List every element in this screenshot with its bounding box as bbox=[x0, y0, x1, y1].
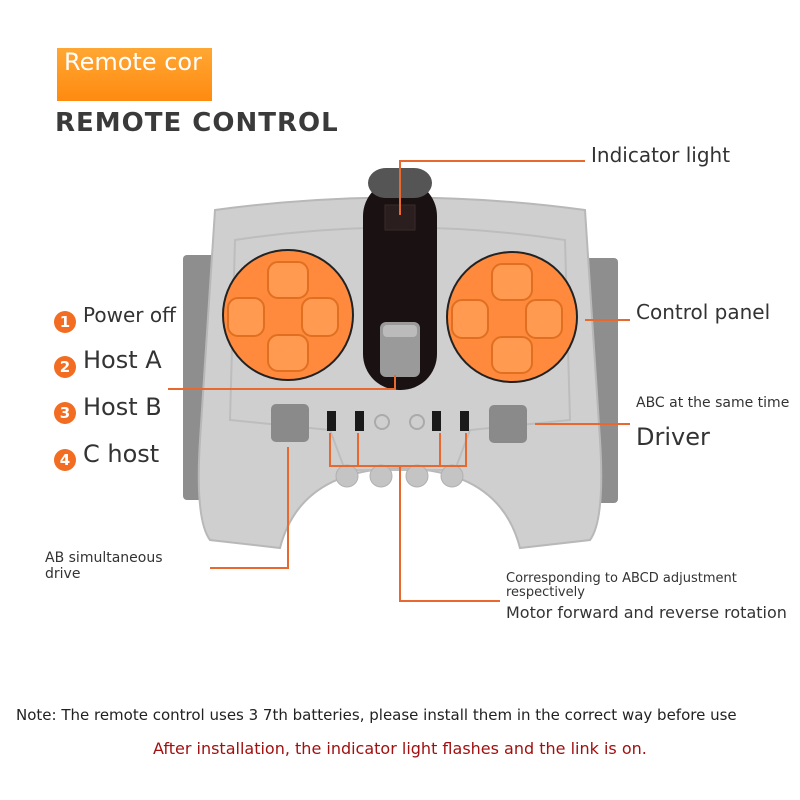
callout-respectively: respectively bbox=[506, 585, 585, 600]
callout-driver: Driver bbox=[636, 423, 710, 451]
button-c-down bbox=[491, 336, 533, 374]
button-d-right bbox=[525, 299, 563, 339]
legend-host-b: Host B bbox=[83, 393, 162, 421]
callout-motor-rotation: Motor forward and reverse rotation bbox=[506, 603, 787, 622]
button-d-left bbox=[451, 299, 489, 339]
button-a-down bbox=[267, 334, 309, 372]
button-b-right bbox=[301, 297, 339, 337]
legend-number-4: 4 bbox=[54, 449, 76, 471]
callout-corresponding: Corresponding to ABCD adjustment bbox=[506, 571, 737, 586]
indicator-note: After installation, the indicator light … bbox=[153, 739, 647, 758]
callout-indicator-light: Indicator light bbox=[591, 143, 731, 167]
left-dial bbox=[222, 249, 354, 381]
ab-button bbox=[271, 404, 309, 442]
switch-c bbox=[432, 411, 441, 431]
switch-a bbox=[327, 411, 336, 431]
legend-number-1: 1 bbox=[54, 311, 76, 333]
callout-ab-simultaneous: AB simultaneous bbox=[45, 550, 163, 566]
callout-abc-same-time: ABC at the same time bbox=[636, 395, 790, 411]
page-title: REMOTE CONTROL bbox=[55, 108, 339, 138]
switch-b bbox=[355, 411, 364, 431]
button-b-left bbox=[227, 297, 265, 337]
leader-lines bbox=[168, 160, 630, 602]
callout-ab-drive: drive bbox=[45, 566, 81, 582]
legend-host-a: Host A bbox=[83, 346, 162, 374]
battery-note: Note: The remote control uses 3 7th batt… bbox=[16, 706, 737, 724]
right-dial bbox=[446, 251, 578, 383]
button-a-up bbox=[267, 261, 309, 299]
legend-c-host: C host bbox=[83, 440, 160, 468]
legend-power-off: Power off bbox=[83, 303, 176, 327]
legend-number-3: 3 bbox=[54, 402, 76, 424]
legend-number-2: 2 bbox=[54, 356, 76, 378]
title-banner: Remote cor bbox=[57, 48, 212, 101]
switch-d bbox=[460, 411, 469, 431]
abc-button bbox=[489, 405, 527, 443]
callout-control-panel: Control panel bbox=[636, 300, 771, 324]
button-c-up bbox=[491, 263, 533, 301]
